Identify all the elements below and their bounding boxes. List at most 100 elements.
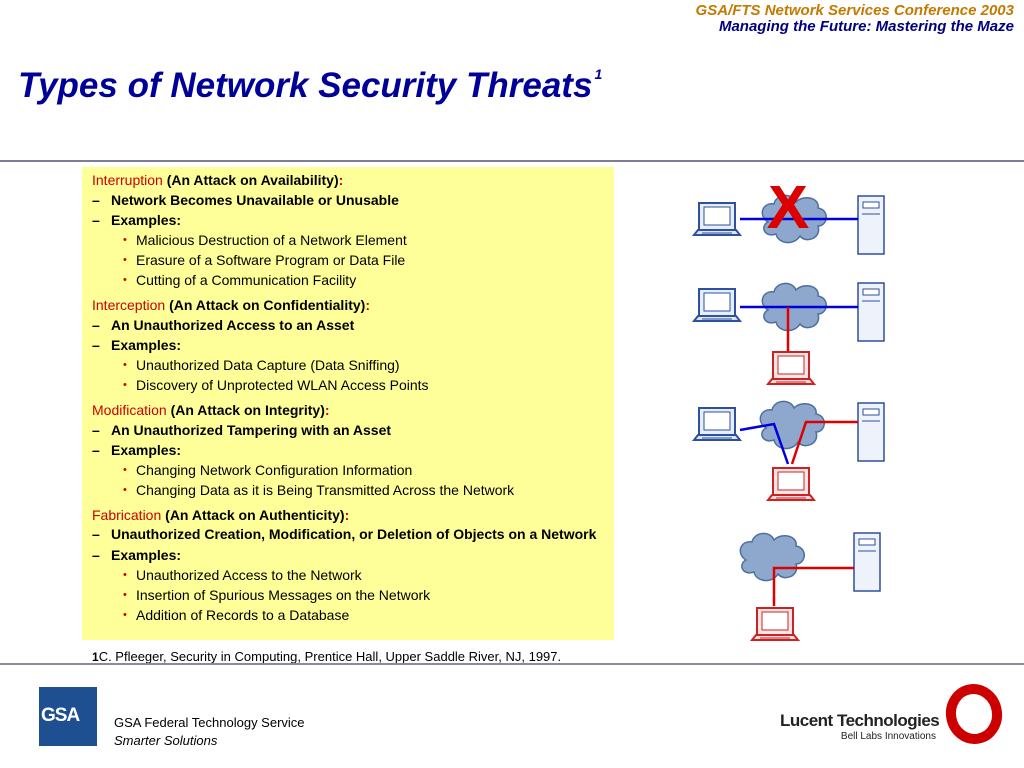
example-item: •Malicious Destruction of a Network Elem… [92, 230, 607, 250]
footer-divider [0, 663, 1024, 665]
threat-subtitle: (An Attack on Integrity) [170, 402, 325, 418]
server-icon [857, 195, 885, 255]
title-footnote-mark: 1 [594, 66, 603, 82]
lucent-subtitle: Bell Labs Innovations [840, 731, 936, 742]
dash-marker: – [92, 547, 100, 563]
example-item: • Insertion of Spurious Messages on the N… [92, 585, 607, 605]
example-item: • Erasure of a Software Program or Data F… [92, 250, 607, 270]
threat-keyword: Fabrication [92, 507, 162, 523]
legit-path [739, 422, 790, 465]
bullet-marker: • [123, 464, 127, 476]
example-item: • Changing Data as it is Being Transmitte… [92, 480, 607, 500]
example-item: • Unauthorized Access to the Network [92, 565, 607, 585]
agency-slogan: Smarter Solutions [114, 733, 218, 748]
list-item-text: Network Becomes Unavailable or Unusable [111, 192, 399, 208]
threat-keyword: Modification [92, 402, 167, 418]
blocked-x-icon: X [767, 186, 810, 242]
example-item: • Addition of Records to a Database [92, 605, 607, 625]
example-item: • Changing Network Configuration Informat… [92, 460, 607, 480]
bullet-marker: • [123, 379, 127, 391]
attacker-laptop-icon [751, 607, 799, 641]
threat-colon: : [338, 172, 344, 188]
dash-marker: – [92, 442, 100, 458]
threat-heading-interception: Interception (An Attack on Confidentiali… [92, 295, 607, 315]
example-item: •Discovery of Unprotected WLAN Access Po… [92, 375, 607, 395]
title-divider [0, 160, 1024, 162]
example-text: Cutting of a Communication Facility [136, 272, 357, 288]
laptop-icon [693, 288, 741, 322]
list-item-text: Examples: [111, 212, 182, 228]
dash-marker: – [92, 422, 100, 438]
example-text: Insertion of Spurious Messages on the Ne… [136, 587, 431, 603]
server-icon [853, 532, 881, 592]
example-text: Unauthorized Data Capture (Data Sniffing… [136, 357, 400, 373]
server-icon [857, 402, 885, 462]
laptop-icon [693, 407, 741, 441]
bullet-marker: • [123, 359, 127, 371]
title-text: Types of Network Security Threats [18, 66, 593, 105]
dash-marker: – [92, 337, 100, 353]
footnote: 1C. Pfleeger, Security in Computing, Pre… [92, 649, 561, 664]
footnote-mark: 1 [92, 650, 99, 664]
attack-path [772, 566, 854, 606]
conference-tagline: Managing the Future: Mastering the Maze [718, 18, 1014, 35]
list-item: –Network Becomes Unavailable or Unusable [92, 190, 607, 210]
bullet-marker: • [123, 569, 127, 581]
bullet-marker: • [123, 274, 127, 286]
threat-keyword: Interception [92, 297, 166, 313]
list-item: –Examples: [92, 440, 607, 460]
threat-heading-fabrication: Fabrication (An Attack on Authenticity): [92, 505, 607, 525]
threat-colon: : [324, 402, 330, 418]
gsa-logo: GSA [39, 687, 97, 746]
cloud-icon [739, 532, 806, 582]
example-text: Changing Data as it is Being Transmitted… [136, 482, 515, 498]
dash-marker: – [92, 526, 100, 542]
agency-name: GSA Federal Technology Service [114, 715, 305, 730]
bullet-marker: • [123, 234, 127, 246]
list-item: –Examples: [92, 210, 607, 230]
list-item: –An Unauthorized Tampering with an Asset [92, 420, 607, 440]
bullet-marker: • [123, 484, 127, 496]
example-item: • Cutting of a Communication Facility [92, 270, 607, 290]
threat-heading-interruption: Interruption (An Attack on Availability)… [92, 170, 607, 190]
lucent-ring-icon [945, 684, 1003, 744]
attack-path [790, 420, 858, 465]
threat-list: Interruption (An Attack on Availability)… [92, 170, 607, 625]
gsa-logo-text: GSA [41, 705, 80, 726]
conference-header: GSA/FTS Network Services Conference 2003… [696, 3, 1014, 35]
laptop-icon [693, 202, 741, 236]
bullet-marker: • [123, 609, 127, 621]
conference-title: GSA/FTS Network Services Conference 2003 [695, 2, 1014, 19]
dash-marker: – [92, 317, 100, 333]
content-box [82, 167, 614, 640]
threat-subtitle: (An Attack on Authenticity) [165, 507, 345, 523]
threat-subtitle: (An Attack on Confidentiality) [169, 297, 366, 313]
bullet-marker: • [123, 254, 127, 266]
list-item: –Examples: [92, 335, 607, 355]
dash-marker: – [92, 212, 100, 228]
example-text: Unauthorized Access to the Network [136, 567, 362, 583]
list-item: –Unauthorized Creation, Modification, or… [92, 525, 607, 545]
list-item-text: Examples: [111, 442, 182, 458]
list-item: –An Unauthorized Access to an Asset [92, 315, 607, 335]
list-item: –Examples: [92, 545, 607, 565]
example-text: Addition of Records to a Database [136, 607, 350, 623]
threat-heading-modification: Modification (An Attack on Integrity): [92, 400, 607, 420]
lucent-logo-text: Lucent Technologies Bell Labs Innovation… [780, 711, 940, 742]
attacker-laptop-icon [767, 351, 815, 385]
threat-keyword: Interruption [92, 172, 163, 188]
example-item: • Unauthorized Data Capture (Data Sniffin… [92, 355, 607, 375]
list-item-text: An Unauthorized Access to an Asset [111, 317, 355, 333]
threat-colon: : [365, 297, 370, 313]
bullet-marker: • [123, 589, 127, 601]
list-item-text: Unauthorized Creation, Modification, or … [111, 526, 597, 542]
example-text: Changing Network Configuration Informati… [136, 462, 413, 478]
list-item-text: An Unauthorized Tampering with an Asset [111, 422, 392, 438]
server-icon [857, 282, 885, 342]
example-text: Erasure of a Software Program or Data Fi… [136, 252, 406, 268]
attacker-laptop-icon [767, 467, 815, 501]
list-item-text: Examples: [111, 337, 182, 353]
threat-colon: : [344, 507, 350, 523]
dash-marker: – [92, 192, 100, 208]
